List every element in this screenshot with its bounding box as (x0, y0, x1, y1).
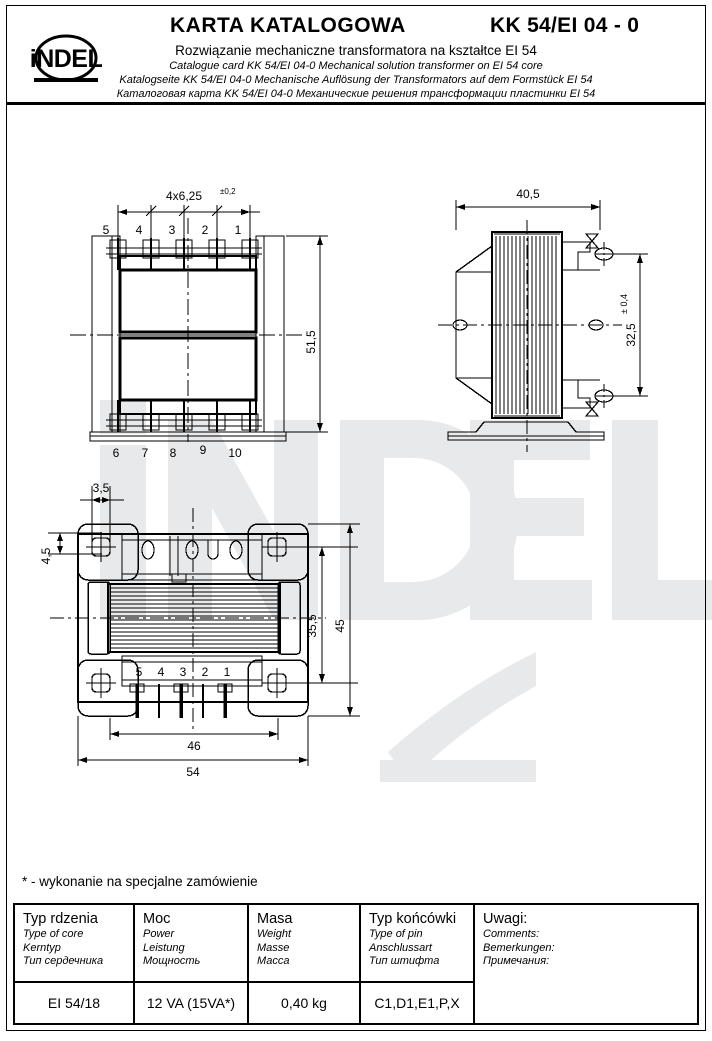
table-vline-1 (133, 905, 135, 1023)
front-height-dim: 51,5 (304, 330, 318, 354)
indel-logo: iNDEL (18, 33, 114, 93)
col4-de: Bemerkungen: (483, 941, 555, 954)
col4-en: Comments: (483, 928, 540, 940)
col4-ru: Примечания: (483, 955, 550, 967)
side-height-tol: ± 0,4 (619, 294, 629, 314)
front-pin-label-6: 6 (113, 446, 120, 460)
col2-de: Masse (257, 941, 290, 954)
plan-slot-height-dim: 4,5 (39, 547, 53, 564)
subtitle-english: Catalogue card KK 54/EI 04-0 Mechanical … (169, 60, 543, 72)
plan-hole-pitch-dim: 35,5 (305, 614, 319, 638)
col3-de: Anschlussart (369, 941, 432, 954)
svg-text:iNDEL: iNDEL (30, 45, 103, 73)
plan-pin-label-5: 5 (136, 665, 143, 679)
specification-table: Typ rdzenia Type of core Kerntyp Тип сер… (13, 903, 699, 1025)
side-view-drawing: 40,5 32,5 ± 0,4 (408, 180, 698, 465)
col0-en: Type of core (23, 928, 84, 940)
front-pitch-dim: 4x6,25 (166, 189, 202, 203)
table-vline-4 (473, 905, 475, 1023)
table-value-type-of-core: EI 54/18 (47, 995, 101, 1011)
plan-depth-dim: 45 (333, 619, 347, 633)
table-vline-2 (247, 905, 249, 1023)
col3-en: Type of pin (369, 928, 423, 940)
side-width-dim: 40,5 (516, 187, 540, 201)
side-height-dim: 32,5 (624, 323, 638, 347)
col0-de: Kerntyp (23, 941, 61, 954)
title-row: KARTA KATALOGOWA KK 54/EI 04 - 0 (120, 14, 700, 42)
col3-ru: Тип штифта (369, 955, 440, 967)
col2-ru: Масса (257, 955, 290, 967)
header-divider (6, 102, 706, 105)
plan-slot-width-dim: 3,5 (93, 481, 110, 495)
front-pin-label-8: 8 (170, 446, 177, 460)
front-pin-label-4: 4 (136, 223, 143, 237)
plan-overall-dim: 54 (186, 765, 200, 779)
table-header-type-of-pin: Typ końcówki Type of pin Anschlussart Ти… (361, 905, 473, 969)
plan-pin-label-1: 1 (224, 665, 231, 679)
col2-en: Weight (257, 928, 292, 940)
page-title: KARTA KATALOGOWA (170, 14, 406, 37)
table-value-type-of-pin: C1,D1,E1,P,X (374, 995, 460, 1011)
plan-pin-label-2: 2 (202, 665, 209, 679)
plan-view-drawing: 3,5 4,5 35,5 45 46 54 5 4 3 2 1 (30, 478, 390, 779)
table-value-comments (475, 983, 699, 1025)
subtitle-polish: Rozwiązanie mechaniczne transformatora n… (175, 43, 537, 58)
table-header-type-of-core: Typ rdzenia Type of core Kerntyp Тип сер… (15, 905, 133, 969)
front-pin-label-3: 3 (169, 223, 176, 237)
front-pin-label-2: 2 (202, 223, 209, 237)
front-pin-label-10: 10 (228, 446, 242, 460)
plan-pin-label-3: 3 (180, 665, 187, 679)
table-vline-3 (359, 905, 361, 1023)
table-hline (15, 981, 473, 983)
col1-de: Leistung (143, 941, 185, 954)
col0-pl: Typ rdzenia (23, 911, 98, 927)
front-pin-label-5: 5 (103, 223, 110, 237)
table-header-comments: Uwagi: Comments: Bemerkungen: Примечания… (475, 905, 699, 969)
plan-pin-label-4: 4 (158, 665, 165, 679)
front-pin-label-9: 9 (200, 443, 207, 457)
subtitle-russian: Каталоговая карта KK 54/EI 04-0 Механиче… (116, 88, 596, 100)
col2-pl: Masa (257, 911, 293, 927)
front-pin-label-1: 1 (235, 223, 242, 237)
table-header-power: Moc Power Leistung Мощность (135, 905, 247, 969)
col1-pl: Moc (143, 911, 171, 927)
document-code: KK 54/EI 04 - 0 (490, 14, 640, 37)
special-order-note: * - wykonanie na specjalne zamówienie (22, 874, 258, 889)
col4-pl: Uwagi: (483, 911, 528, 927)
col1-ru: Мощность (143, 955, 201, 967)
subtitle-german: Katalogseite KK 54/EI 04-0 Mechanische A… (119, 74, 593, 86)
table-value-weight: 0,40 kg (281, 995, 327, 1011)
table-value-power: 12 VA (15VA*) (146, 995, 236, 1011)
table-header-weight: Masa Weight Masse Масса (249, 905, 359, 969)
front-view-drawing: 4x6,25 ±0,2 5 4 3 2 1 6 7 8 9 10 51,5 (60, 180, 360, 465)
front-pin-label-7: 7 (142, 446, 149, 460)
plan-pin-span-dim: 46 (187, 739, 201, 753)
col1-en: Power (143, 928, 175, 940)
front-pitch-tol: ±0,2 (220, 187, 236, 196)
page-border (6, 5, 706, 1031)
col3-pl: Typ końcówki (369, 911, 457, 927)
col0-ru: Тип сердечника (23, 955, 104, 967)
